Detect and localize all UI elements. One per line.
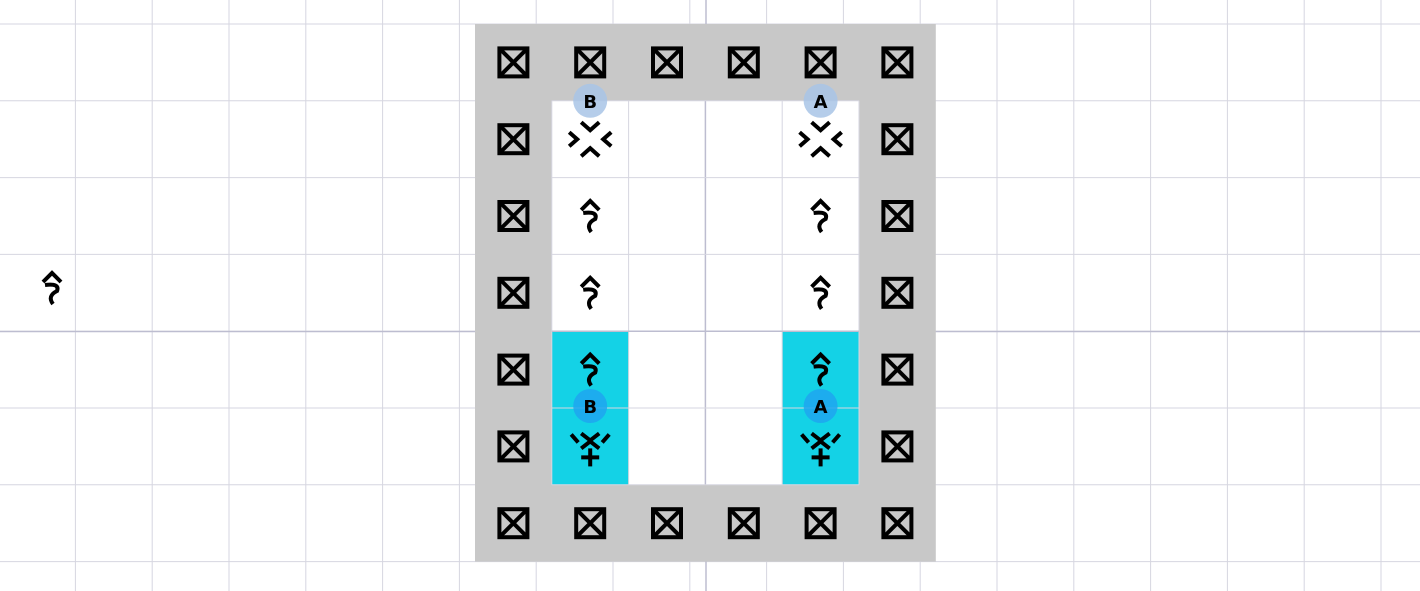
piece-label: A <box>814 92 828 113</box>
box-cross-icon <box>881 276 914 309</box>
collapse-plus-icon <box>800 431 842 467</box>
squiggle-up-arrow-icon <box>810 198 832 234</box>
box-cross-icon <box>881 200 914 232</box>
box-cross-icon <box>497 46 530 79</box>
squiggle-up-arrow-icon <box>579 274 601 310</box>
box-cross-icon <box>574 46 607 79</box>
box-cross-icon <box>497 123 530 156</box>
box-cross-icon <box>727 46 760 79</box>
tile-icons <box>497 46 914 540</box>
piece-label-badge-active[interactable]: B <box>573 389 608 423</box>
squiggle-up-arrow-icon <box>810 274 832 310</box>
box-cross-icon <box>651 46 683 79</box>
piece-label-badge[interactable]: B <box>573 83 608 118</box>
box-cross-icon <box>881 123 914 156</box>
collapse-arrows-icon <box>567 120 613 158</box>
box-cross-icon <box>881 507 914 540</box>
box-cross-icon <box>881 46 914 79</box>
squiggle-up-arrow-icon <box>579 351 601 387</box>
collapse-plus-icon <box>569 431 611 467</box>
piece-label: B <box>583 92 597 113</box>
box-cross-icon <box>881 430 914 463</box>
piece-badges: B B A A <box>573 83 838 423</box>
ghost-piece[interactable] <box>41 270 63 306</box>
piece-label: A <box>814 397 828 418</box>
box-cross-icon <box>881 353 914 386</box>
piece-label: B <box>583 397 597 418</box>
box-cross-icon <box>727 507 760 540</box>
piece-label-badge[interactable]: A <box>803 83 838 118</box>
board-tiles <box>475 24 936 562</box>
box-cross-icon <box>651 507 683 540</box>
box-cross-icon <box>497 353 530 386</box>
box-cross-icon <box>497 276 530 309</box>
squiggle-up-arrow-icon <box>810 351 832 387</box>
squiggle-up-arrow-icon <box>41 270 63 306</box>
piece-label-badge-active[interactable]: A <box>803 389 838 423</box>
squiggle-up-arrow-icon <box>579 198 601 234</box>
box-cross-icon <box>497 430 530 463</box>
box-cross-icon <box>804 46 837 79</box>
floor-grid <box>551 100 860 486</box>
collapse-arrows-icon <box>798 120 843 158</box>
box-cross-icon <box>574 507 607 540</box>
box-cross-icon <box>497 200 530 232</box>
box-cross-icon <box>497 507 530 540</box>
box-cross-icon <box>804 507 837 540</box>
